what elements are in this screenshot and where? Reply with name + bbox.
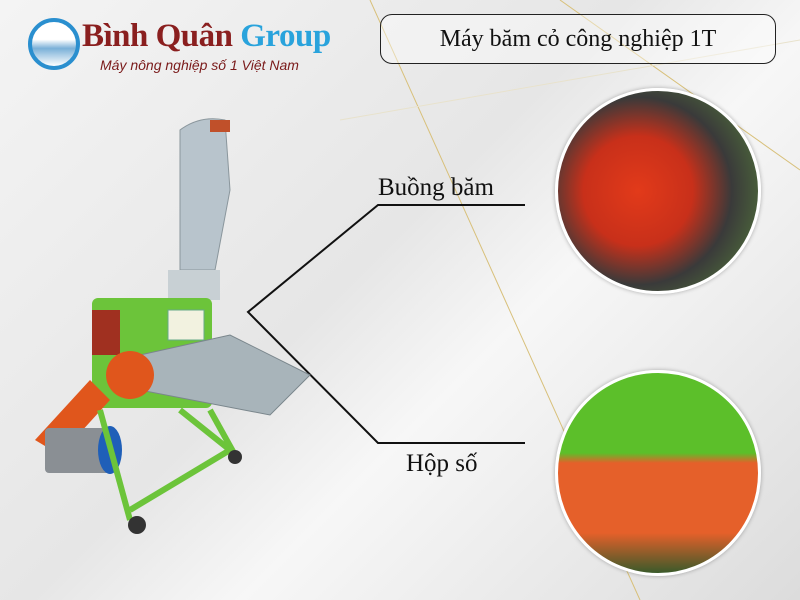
gearbox-photo xyxy=(555,370,761,576)
brand-name-part2: Group xyxy=(240,18,331,54)
callout-label-chopping-chamber: Buồng băm xyxy=(378,174,494,201)
brand-name-part1: Bình Quân xyxy=(82,18,233,54)
product-title: Máy băm cỏ công nghiệp 1T xyxy=(380,14,776,64)
machine-illustration xyxy=(35,118,311,534)
brand-tagline: Máy nông nghiệp số 1 Việt Nam xyxy=(100,57,299,73)
brand-name: Bình Quân Group xyxy=(82,18,331,55)
logo-emblem-icon xyxy=(28,18,80,70)
callout-line-1 xyxy=(246,204,525,444)
chopping-chamber-photo xyxy=(555,88,761,294)
callout-label-gearbox: Hộp số xyxy=(406,450,478,477)
